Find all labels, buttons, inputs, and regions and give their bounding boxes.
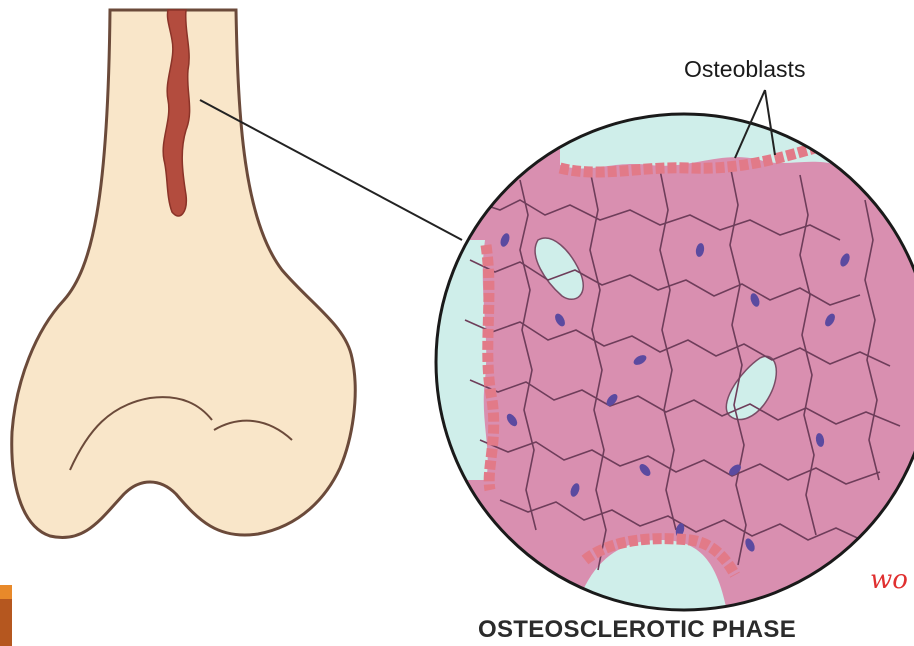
phase-title: OSTEOSCLEROTIC PHASE (478, 616, 796, 644)
slide-accent-top (0, 585, 12, 599)
handwritten-note: wo (870, 565, 908, 595)
slide-accent-bottom (0, 599, 12, 646)
osteoblast-row-left (486, 245, 494, 490)
marrow-space-left (430, 240, 488, 480)
osteoblasts-label: Osteoblasts (684, 56, 805, 83)
